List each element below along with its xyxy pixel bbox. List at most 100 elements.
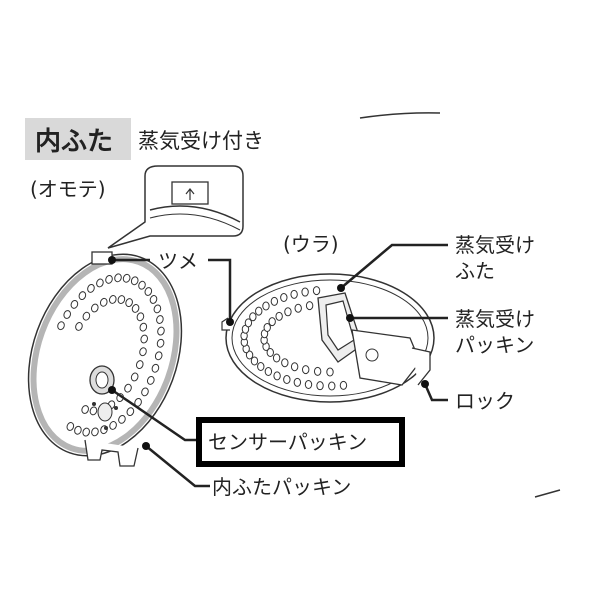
steam-hole (105, 274, 113, 284)
steam-hole (263, 322, 271, 332)
steam-hole (141, 387, 149, 397)
tab-detail-callout (107, 165, 244, 249)
steam-hole (135, 360, 144, 370)
steam-hole (268, 317, 276, 327)
steam-hole (91, 427, 99, 437)
steam-hole (257, 361, 265, 371)
steam-hole (149, 295, 158, 304)
steam-packing (325, 300, 355, 351)
steam-hole (244, 318, 253, 328)
steam-hole (290, 362, 299, 372)
steam-hole (63, 310, 72, 319)
steam-hole (81, 405, 89, 414)
steam-hole (157, 326, 165, 336)
steam-hole (339, 380, 348, 390)
leader-dots (108, 256, 429, 450)
steam-hole (118, 414, 126, 424)
steam-hole (301, 287, 309, 297)
steam-hole (146, 375, 155, 385)
steam-hole (284, 307, 292, 317)
steam-hole (156, 315, 164, 324)
steam-hole (304, 379, 313, 389)
steam-hole (70, 299, 79, 309)
steam-hole (117, 295, 126, 304)
steam-hole (316, 381, 324, 391)
steam-hole (130, 372, 139, 382)
steam-hole (153, 304, 162, 314)
steam-hole (249, 312, 257, 322)
steam-hole (266, 347, 274, 357)
inner-lid-back (221, 273, 435, 403)
handle (84, 439, 139, 467)
steam-hole (293, 377, 302, 387)
steam-hole (140, 334, 149, 344)
steam-hole (78, 291, 87, 301)
stray-line (359, 112, 441, 119)
steam-hole (280, 293, 288, 303)
steam-hole (74, 425, 82, 435)
steam-hole (154, 351, 163, 361)
title-tag: 内ふた (35, 127, 113, 157)
steam-hole (250, 356, 259, 366)
steam-hole (264, 366, 273, 376)
sensor-packing-label: センサーパッキン (208, 430, 367, 454)
steam-hole (313, 366, 322, 376)
steam-hole (328, 381, 336, 391)
steam-hole (255, 306, 263, 316)
lock-part (411, 347, 431, 386)
steam-hole (57, 321, 65, 331)
steam-hole (82, 427, 90, 437)
steam-hole (87, 283, 95, 293)
steam-hole (305, 301, 314, 311)
front-view-label: (オモテ) (30, 177, 106, 201)
steam-packing-label-1: 蒸気受け (455, 307, 535, 331)
steam-hole (139, 347, 147, 357)
steam-hole (144, 287, 153, 296)
steam-hole (302, 365, 310, 375)
steam-cover-label-2: ふた (455, 259, 495, 283)
steam-hole (312, 286, 321, 296)
steam-hole (156, 338, 165, 348)
steam-hole (270, 296, 279, 306)
steam-hole (75, 322, 83, 331)
steam-hole (126, 407, 135, 417)
steam-hole (245, 350, 254, 360)
inner-lid-packing-ring (30, 256, 180, 454)
subtitle: 蒸気受け付き (138, 129, 264, 153)
steam-hole (124, 383, 132, 393)
steam-hole (99, 297, 108, 307)
steam-hole (90, 303, 99, 313)
arrow-up-icon (185, 188, 195, 200)
tsume-label: ツメ (158, 249, 198, 273)
steam-hole (114, 273, 122, 283)
back-view-label: (ウラ) (283, 232, 339, 256)
steam-hole (138, 280, 146, 290)
inner-lid-packing-label: 内ふたパッキン (212, 475, 351, 499)
steam-hole (262, 301, 270, 311)
steam-hole (89, 406, 98, 416)
steam-hole (122, 273, 131, 283)
steam-cover-label-1: 蒸気受け (455, 233, 535, 257)
steam-hole (273, 371, 281, 381)
steam-hole (275, 311, 283, 321)
steam-hole (125, 298, 133, 308)
steam-hole (290, 289, 298, 299)
steam-hole (109, 421, 117, 430)
sensor (89, 365, 118, 430)
steam-hole (66, 422, 75, 431)
steam-hole (108, 295, 117, 304)
steam-hole (281, 358, 289, 368)
steam-hole (272, 353, 281, 363)
steam-hole (130, 276, 139, 286)
steam-hole (151, 363, 160, 373)
steam-hole (294, 303, 302, 313)
sensor-packing-highlight (196, 417, 405, 467)
inner-lid-front (27, 253, 183, 457)
steam-hole (136, 312, 145, 322)
steam-hole (139, 322, 148, 332)
title-tag-bg (25, 118, 131, 160)
steam-packing-label-2: パッキン (455, 333, 534, 357)
steam-hole (326, 367, 334, 377)
stray-line (534, 489, 561, 498)
